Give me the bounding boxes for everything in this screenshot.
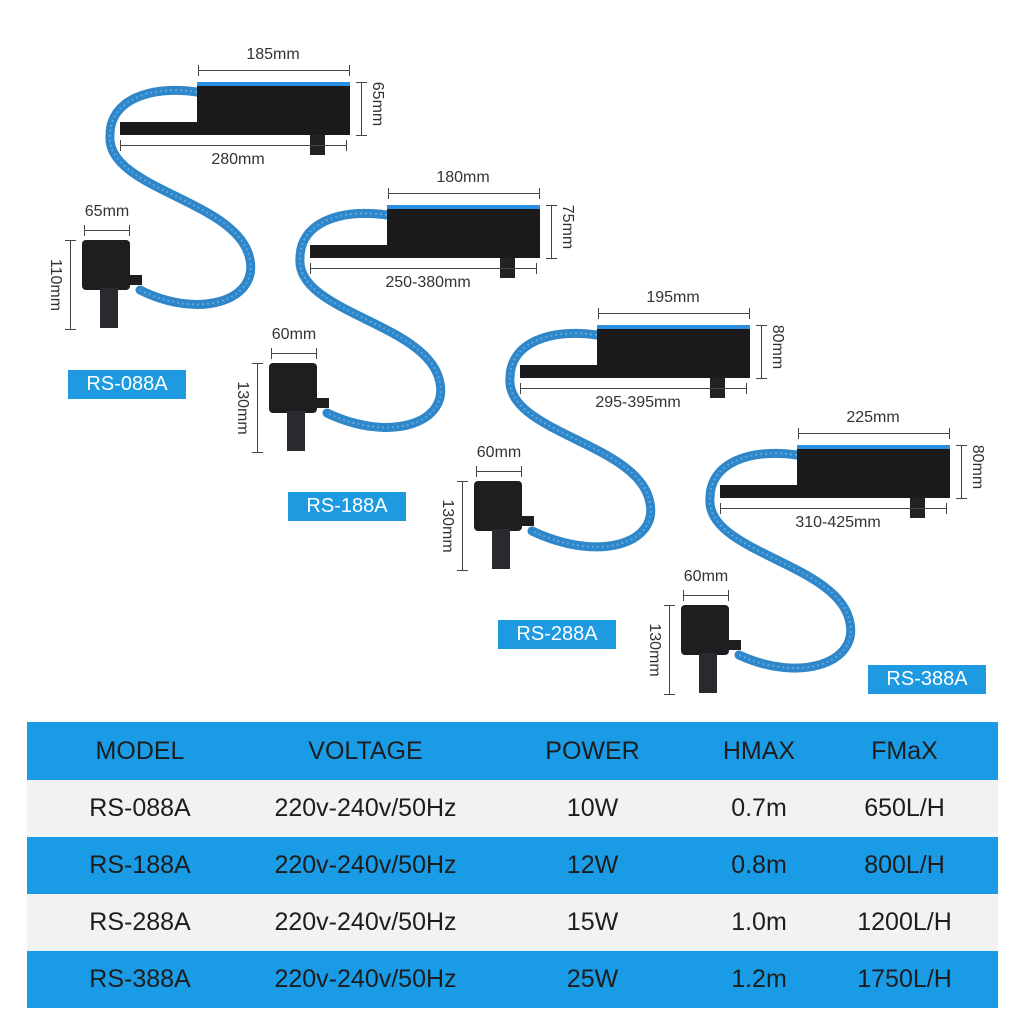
filter-box-image (197, 82, 350, 135)
model-label: RS-388A (868, 665, 986, 694)
overall-length-label: 280mm (211, 151, 265, 168)
filter-arm-image (520, 365, 600, 378)
product-diagram: 225mm 80mm 310-425mm 60mm 130mm (600, 363, 1020, 723)
header-model: MODEL (95, 736, 185, 765)
cell-fmax: 800L/H (864, 851, 945, 879)
table-row: RS-088A 220v-240v/50Hz 10W 0.7m 650L/H (27, 780, 998, 837)
pump-height-label: 130mm (234, 381, 251, 435)
pump-height-label: 130mm (646, 623, 663, 677)
filter-width-label: 185mm (246, 46, 300, 63)
dim-line (457, 481, 468, 571)
cell-voltage: 220v-240v/50Hz (274, 965, 457, 993)
filter-width-label: 195mm (646, 289, 700, 306)
dim-line (798, 428, 950, 439)
pump-width-label: 60mm (271, 326, 317, 343)
filter-box-image (387, 205, 540, 258)
dim-line (598, 308, 750, 319)
pump-width-label: 65mm (84, 203, 130, 220)
dim-line (664, 605, 675, 695)
pump-intake-image (492, 529, 510, 569)
pump-width-label: 60mm (683, 568, 729, 585)
filter-arm-image (310, 245, 390, 258)
cell-power: 12W (566, 851, 619, 879)
dim-line (683, 590, 729, 601)
cell-model: RS-288A (89, 908, 191, 936)
filter-width-label: 180mm (436, 169, 490, 186)
cell-power: 15W (566, 908, 619, 936)
filter-box-image (797, 445, 950, 498)
cell-fmax: 1200L/H (857, 908, 952, 936)
cell-hmax: 1.0m (731, 908, 787, 936)
cell-voltage: 220v-240v/50Hz (274, 908, 457, 936)
dim-line (476, 466, 522, 477)
hose-image (705, 448, 856, 673)
product-diagram: 185mm 65mm 280mm 65mm 110mm (0, 0, 420, 360)
filter-arm-image (120, 122, 200, 135)
cell-power: 25W (566, 965, 619, 993)
pump-height-label: 110mm (47, 258, 64, 312)
table-row: RS-388A 220v-240v/50Hz 25W 1.2m 1750L/H (27, 951, 998, 1008)
pump-intake-image (699, 653, 717, 693)
spec-table: MODEL VOLTAGE POWER HMAX FMaX RS-088A 22… (27, 722, 998, 1008)
dim-line (356, 82, 367, 136)
hose-image (505, 328, 656, 552)
filter-width-label: 225mm (846, 409, 900, 426)
model-label: RS-088A (68, 370, 186, 399)
dim-line (120, 140, 347, 151)
filter-height-label: 80mm (969, 444, 986, 490)
dim-line (198, 65, 350, 76)
cell-hmax: 1.2m (731, 965, 787, 993)
pump-intake-image (100, 288, 118, 328)
dim-line (310, 263, 537, 274)
cell-hmax: 0.7m (731, 794, 787, 822)
table-row: RS-288A 220v-240v/50Hz 15W 1.0m 1200L/H (27, 894, 998, 951)
product-diagram: 180mm 75mm 250-380mm 60mm 130mm (190, 123, 610, 483)
pump-width-label: 60mm (476, 444, 522, 461)
dim-line (520, 383, 747, 394)
table-header: MODEL VOLTAGE POWER HMAX FMaX (27, 722, 998, 780)
header-power: POWER (545, 736, 640, 765)
header-voltage: VOLTAGE (308, 736, 423, 765)
hose-image (105, 85, 256, 309)
cell-model: RS-088A (89, 794, 191, 822)
dim-line (271, 348, 317, 359)
dim-line (546, 205, 557, 259)
cell-fmax: 1750L/H (857, 965, 952, 993)
dim-line (388, 188, 540, 199)
cell-hmax: 0.8m (731, 851, 787, 879)
header-fmax: FMaX (871, 736, 938, 765)
header-hmax: HMAX (722, 736, 796, 765)
dim-line (65, 240, 76, 330)
table-row: RS-188A 220v-240v/50Hz 12W 0.8m 800L/H (27, 837, 998, 894)
cell-model: RS-388A (89, 965, 191, 993)
cell-voltage: 220v-240v/50Hz (274, 851, 457, 879)
model-label: RS-288A (498, 620, 616, 649)
overall-length-label: 250-380mm (385, 274, 471, 291)
overall-length-label: 310-425mm (795, 514, 881, 531)
hose-image (295, 208, 446, 432)
model-label: RS-188A (288, 492, 406, 521)
product-diagram: 195mm 80mm 295-395mm 60mm 130mm (400, 243, 820, 603)
dim-line (252, 363, 263, 453)
pump-height-label: 130mm (439, 499, 456, 553)
overall-length-label: 295-395mm (595, 394, 681, 411)
cell-model: RS-188A (89, 851, 191, 879)
dim-line (84, 225, 130, 236)
filter-box-image (597, 325, 750, 378)
filter-arm-image (720, 485, 800, 498)
cell-fmax: 650L/H (864, 794, 945, 822)
pump-nozzle-image (307, 398, 329, 408)
pump-nozzle-image (512, 516, 534, 526)
cell-power: 10W (566, 794, 619, 822)
pump-nozzle-image (120, 275, 142, 285)
filter-height-label: 65mm (369, 81, 386, 127)
dim-line (720, 503, 947, 514)
pump-intake-image (287, 411, 305, 451)
pump-nozzle-image (719, 640, 741, 650)
dim-line (956, 445, 967, 499)
dim-line (756, 325, 767, 379)
cell-voltage: 220v-240v/50Hz (274, 794, 457, 822)
